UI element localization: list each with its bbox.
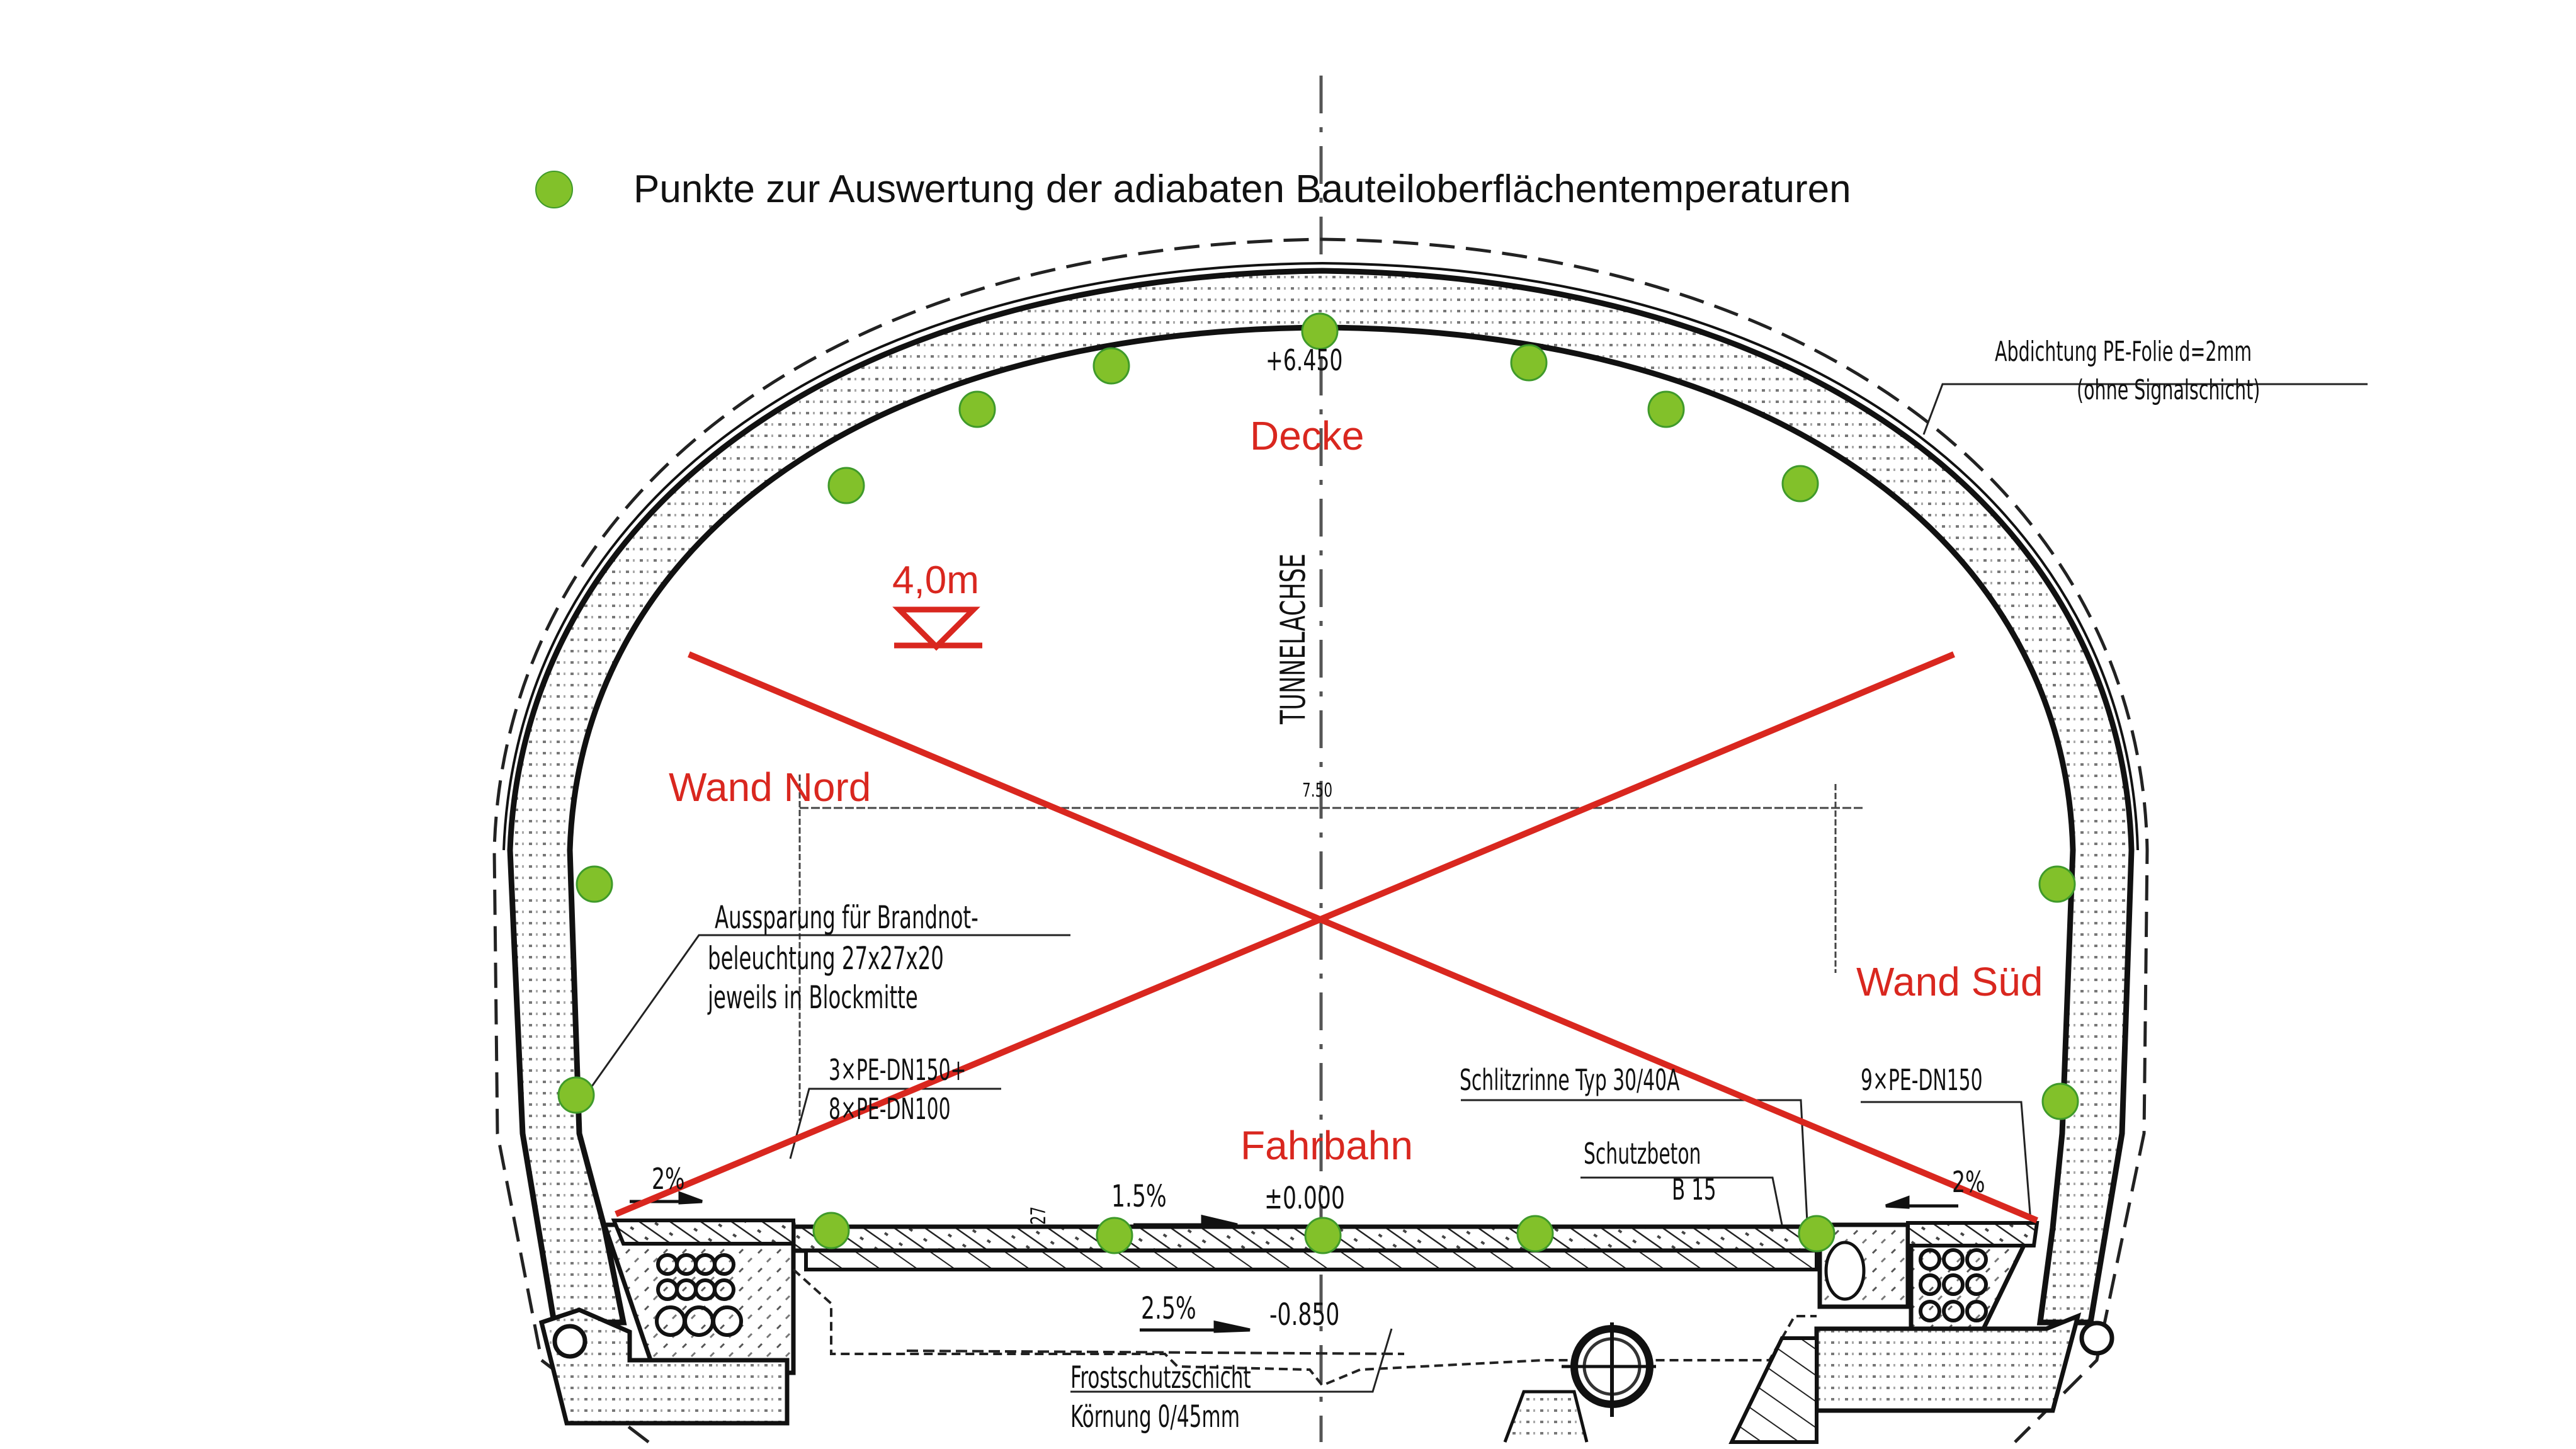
eval-point-decke: [958, 390, 996, 428]
subbase-line: [906, 1350, 1405, 1355]
subbase-elevation-label: -0.850: [1269, 1297, 1340, 1333]
eval-point-wand-sued: [2038, 865, 2076, 903]
recess-annotation-line2: beleuchtung 27x27x20: [708, 940, 944, 977]
ducts-left-line1: 3×PE-DN150+: [829, 1053, 967, 1087]
legend-text: Punkte zur Auswertung der adiabaten Baut…: [633, 168, 1851, 211]
eval-point-decke: [1647, 390, 1685, 428]
frost-layer-line2: Körnung 0/45mm: [1070, 1399, 1240, 1435]
left-drain-pipe: [552, 1324, 587, 1359]
slope-left-label: 2%: [652, 1162, 685, 1196]
zone-line-north-to-south: [688, 651, 2038, 1224]
recess-annotation-line3: jeweils in Blockmitte: [708, 979, 918, 1016]
slope-right-label: 2%: [1952, 1165, 1985, 1199]
slope-road-label: 1.5%: [1111, 1179, 1167, 1214]
ducts-left-line2: 8×PE-DN100: [829, 1092, 951, 1126]
zone-line-south-to-north: [615, 651, 1955, 1217]
eval-point-wand-sued: [2041, 1082, 2079, 1120]
eval-point-fahrbahn: [1096, 1217, 1133, 1254]
eval-point-decke: [827, 467, 865, 504]
right-duct-pipes: [1919, 1248, 1988, 1322]
width-dimension-label: 7.50: [1302, 780, 1333, 802]
collector-pipe: [1503, 1322, 1656, 1443]
recess-annotation-line1: Aussparung für Brandnot-: [715, 899, 979, 936]
evaluation-points: [557, 312, 2079, 1254]
road-elevation-label: ±0.000: [1264, 1181, 1345, 1216]
right-footing: [1814, 1312, 2082, 1413]
legend-marker-icon: [535, 170, 573, 208]
zone-label-wall-north: Wand Nord: [669, 764, 871, 810]
arch-lining: [507, 268, 2135, 1326]
eval-point-decke: [1781, 465, 1819, 503]
left-curb-surface: [611, 1219, 795, 1246]
left-duct-pipes: [655, 1253, 743, 1337]
road-thickness-label: 27: [1026, 1206, 1050, 1225]
eval-point-decke: [1092, 347, 1130, 385]
ducts-right-label: 9×PE-DN150: [1861, 1063, 1983, 1097]
slot-drain-opening: [1824, 1241, 1866, 1301]
zone-label-roadway: Fahrbahn: [1240, 1123, 1413, 1168]
height-marker-symbol: [892, 606, 982, 651]
zone-division-lines: [615, 651, 2038, 1224]
eval-point-wand-nord: [576, 865, 613, 903]
excavation-outline: [492, 237, 2149, 1443]
eval-point-decke-crown: [1301, 312, 1339, 350]
legend: Punkte zur Auswertung der adiabaten Baut…: [535, 167, 1851, 212]
road-base-layer: [804, 1249, 1819, 1271]
eval-point-fahrbahn: [812, 1212, 850, 1249]
slope-subbase-label: 2.5%: [1141, 1291, 1196, 1326]
protective-concrete-line2: B 15: [1672, 1173, 1716, 1207]
protective-concrete-wedge: [1728, 1336, 1819, 1444]
protective-concrete-line1: Schutzbeton: [1584, 1137, 1701, 1171]
eval-point-fahrbahn: [1516, 1215, 1554, 1253]
zone-label-ceiling: Decke: [1250, 413, 1365, 458]
drain-channel-label: Schlitzrinne Typ 30/40A: [1460, 1063, 1680, 1097]
eval-point-decke: [1510, 344, 1548, 382]
left-footing: [538, 1307, 790, 1426]
eval-point-fahrbahn: [1798, 1215, 1836, 1253]
eval-point-fahrbahn: [1304, 1217, 1342, 1254]
sealing-membrane: [502, 261, 2139, 851]
slope-arrows: [630, 1191, 1958, 1333]
zone-label-wall-south: Wand Süd: [1856, 959, 2043, 1004]
height-marker-label: 4,0m: [892, 559, 979, 602]
frost-layer-line1: Frostschutzschicht: [1070, 1360, 1251, 1395]
tunnel-axis-label: TUNNELACHSE: [1273, 554, 1313, 724]
width-dimension: [798, 775, 1864, 1121]
right-curb-surface: [1906, 1221, 2040, 1247]
eval-point-wand-nord: [557, 1076, 595, 1114]
right-drain-pipe: [2079, 1321, 2114, 1356]
sealing-annotation-line1: Abdichtung PE-Folie d=2mm: [1995, 336, 2252, 368]
sealing-annotation-line2: (ohne Signalschicht): [2077, 374, 2261, 406]
crown-elevation-label: +6.450: [1266, 343, 1343, 377]
